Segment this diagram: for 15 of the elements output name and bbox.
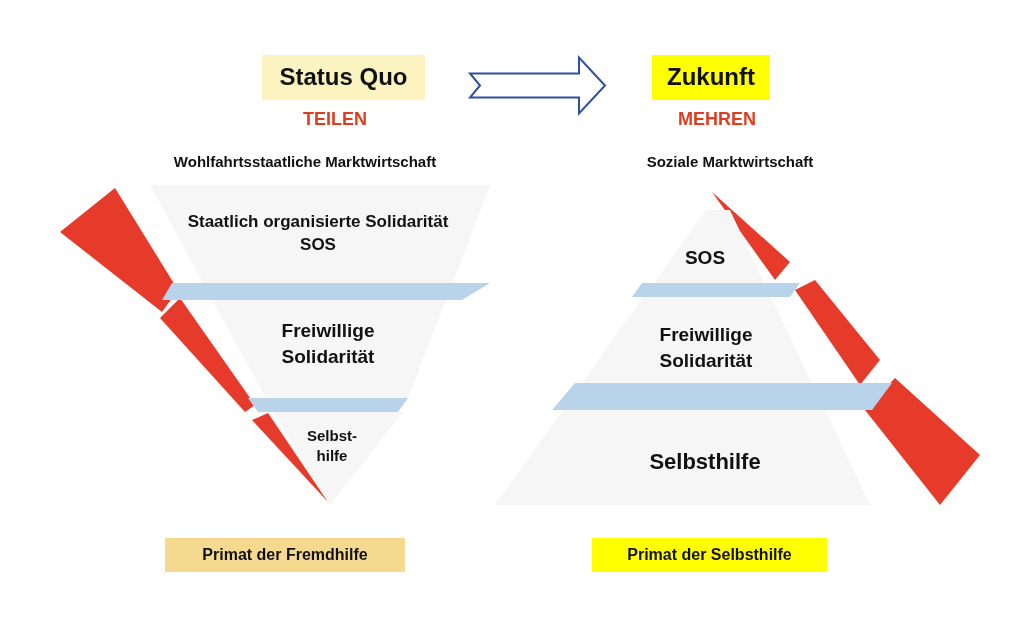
keyword-label: TEILEN [303,109,367,131]
subtitle-label: Soziale Marktwirtschaft [646,153,814,170]
pyramid-band: Freiwillige Solidarität [212,300,446,398]
subtitle-label: Wohlfahrtsstaatliche Marktwirtschaft [173,153,437,170]
pyramid-band: Staatlich organisierte Solidarität SOS [150,185,490,283]
pyramid-band: Selbst- hilfe [273,412,403,505]
pyramid-band: Freiwillige Solidarität [582,297,812,383]
title-box: Status Quo [262,55,425,100]
pyramid-band: SOS [654,210,764,283]
block-arrow [467,54,607,117]
pyramid-band: Selbsthilfe [495,410,870,505]
caption-box: Primat der Fremdhilfe [165,538,405,572]
title-box: Zukunft [652,55,770,100]
caption-box: Primat der Selbsthilfe [592,538,827,572]
keyword-label: MEHREN [678,109,756,131]
